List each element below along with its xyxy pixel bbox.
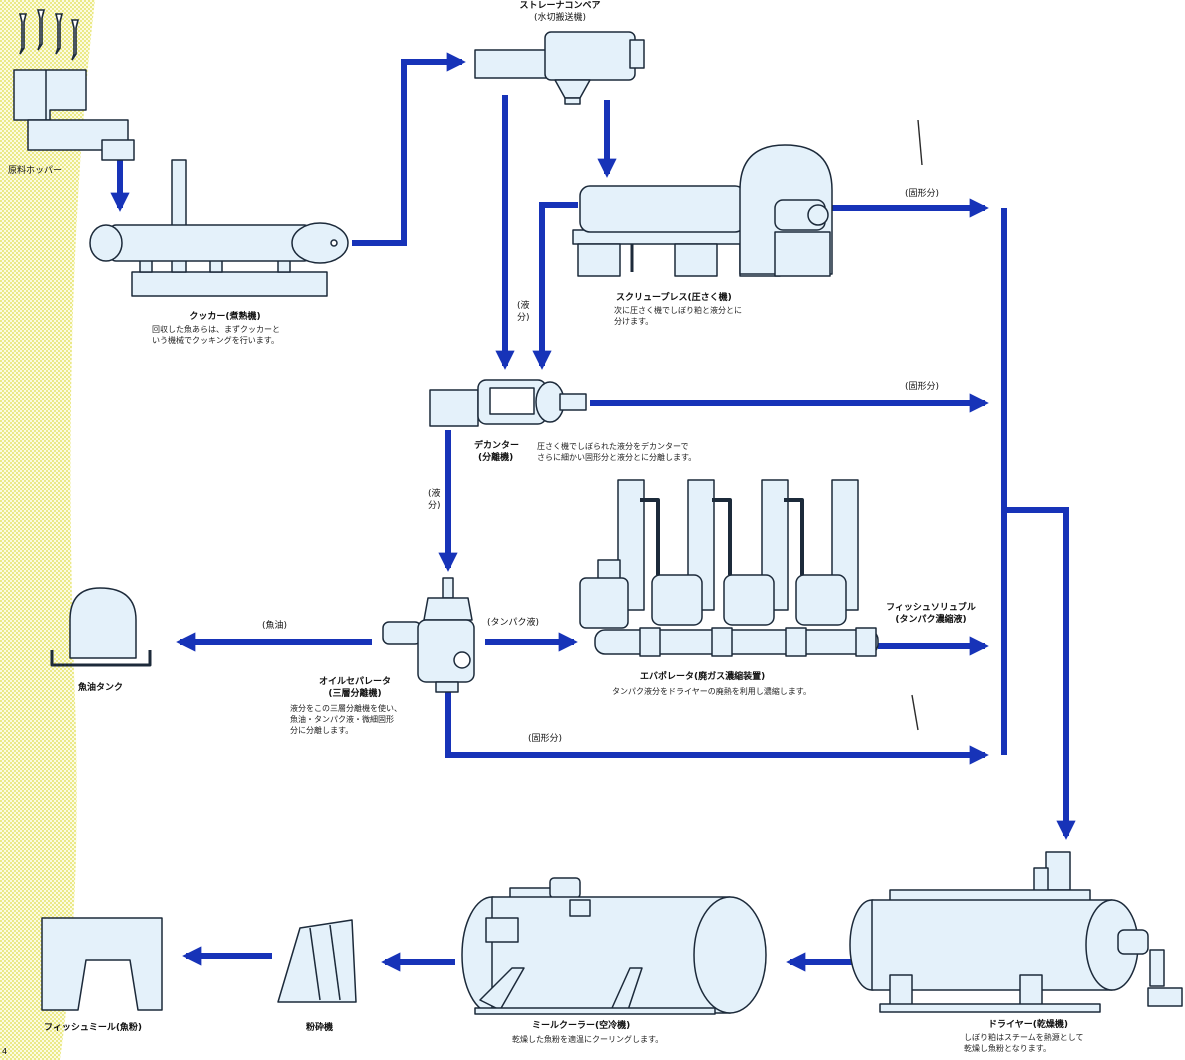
scan-mark <box>911 119 923 731</box>
oil-separator-description-line: 分に分離します。 <box>290 726 354 735</box>
protein-liquid-label: (タンパク液) <box>487 618 540 628</box>
fish-oil-label: (魚油) <box>262 621 288 631</box>
screw-press-description: 次に圧さく機でしぼり粕と液分とに 分けます。 <box>614 305 742 327</box>
decanter-description-line: さらに細かい固形分と液分とに分離します。 <box>537 453 697 462</box>
screw-press-description-line: 次に圧さく機でしぼり粕と液分とに <box>614 306 742 315</box>
decanter-label: デカンター <box>474 441 520 451</box>
evaporator-description-line: タンパク液分をドライヤーの廃熱を利用し濃縮します。 <box>612 687 811 696</box>
liquid-label-press: (液分) <box>517 301 530 323</box>
oil-separator-machine <box>382 577 475 693</box>
dryer-description: しぼり粕はスチームを熱源として 乾燥し魚粉となります。 <box>964 1032 1084 1054</box>
page-number: 4 <box>2 1047 8 1056</box>
screw-press-label: スクリュープレス(圧さく機) <box>616 293 732 303</box>
fish-soluble-label: フィッシュソリュブル <box>886 603 976 613</box>
dryer-machine <box>849 851 1183 1013</box>
liquid-label-decanter: (液分) <box>428 489 441 511</box>
dryer-label: ドライヤー(乾燥機) <box>988 1020 1068 1030</box>
decanter-machine <box>429 379 587 427</box>
fish-oil-tank <box>50 587 152 667</box>
oil-separator-description: 液分をこの三層分離機を使い、 魚油・タンパク液・微細固形 分に分離します。 <box>290 703 402 736</box>
dryer-description-line: 乾燥し魚粉となります。 <box>964 1044 1051 1053</box>
oil-separator-description-line: 魚油・タンパク液・微細固形 <box>290 715 394 724</box>
evaporator-description: タンパク液分をドライヤーの廃熱を利用し濃縮します。 <box>612 686 811 697</box>
flow-arrow-to-dryer <box>1004 507 1076 840</box>
fish-icon <box>18 9 80 61</box>
hopper-machine <box>13 69 135 161</box>
cooker-description-line: 回収した魚あらは、まずクッカーと <box>152 325 280 334</box>
cooker-description-line: いう機械でクッキングを行います。 <box>152 336 279 345</box>
evaporator-label: エバポレータ(廃ガス濃縮装置) <box>640 672 766 682</box>
fishmeal-label: フィッシュミール(魚粉) <box>44 1023 143 1033</box>
cooker-label: クッカー(煮熟機) <box>189 312 261 322</box>
meal-cooler-label: ミールクーラー(空冷機) <box>532 1021 631 1031</box>
oil-tank-label: 魚油タンク <box>78 683 124 693</box>
screw-press-description-line: 分けます。 <box>614 317 654 326</box>
hopper-label: 原料ホッパー <box>8 166 63 176</box>
meal-cooler-description-line: 乾燥した魚粉を適温にクーリングします。 <box>512 1035 664 1044</box>
meal-cooler-machine <box>461 877 767 1015</box>
oil-separator-label: オイルセパレータ <box>318 677 391 687</box>
solid-label-decanter: (固形分) <box>905 382 940 392</box>
decanter-sub: (分離機) <box>478 453 514 463</box>
grinder-label: 粉砕機 <box>306 1023 334 1033</box>
flow-arrow-cooker-to-strainer <box>352 52 466 246</box>
cooker-description: 回収した魚あらは、まずクッカーと いう機械でクッキングを行います。 <box>152 324 280 346</box>
oil-separator-sub: (三層分離機) <box>328 689 382 699</box>
fishmeal-silo <box>41 917 163 1011</box>
flow-arrow-separator-solid <box>445 690 989 765</box>
strainer-conveyor-machine <box>474 31 645 105</box>
solid-label-press: (固形分) <box>905 189 940 199</box>
cooker-machine <box>89 159 349 297</box>
strainer-conveyor-sub: (水切搬送機) <box>533 13 587 23</box>
dryer-description-line: しぼり粕はスチームを熱源として <box>964 1033 1084 1042</box>
evaporator-machine <box>579 479 879 657</box>
solid-label-separator: (固形分) <box>528 734 563 744</box>
flow-arrow-press-to-decanter <box>532 202 578 370</box>
meal-cooler-description: 乾燥した魚粉を適温にクーリングします。 <box>512 1034 663 1045</box>
decanter-description: 圧さく機でしぼられた液分をデカンターで さらに細かい固形分と液分とに分離します。 <box>537 441 696 463</box>
grinder-machine <box>277 919 357 1003</box>
oil-separator-description-line: 液分をこの三層分離機を使い、 <box>290 704 402 713</box>
strainer-conveyor-label: ストレーナコンベア <box>519 1 601 11</box>
screw-press-machine <box>572 144 833 277</box>
decanter-description-line: 圧さく機でしぼられた液分をデカンターで <box>537 442 689 451</box>
fish-soluble-sub: (タンパク濃縮液) <box>895 615 967 625</box>
